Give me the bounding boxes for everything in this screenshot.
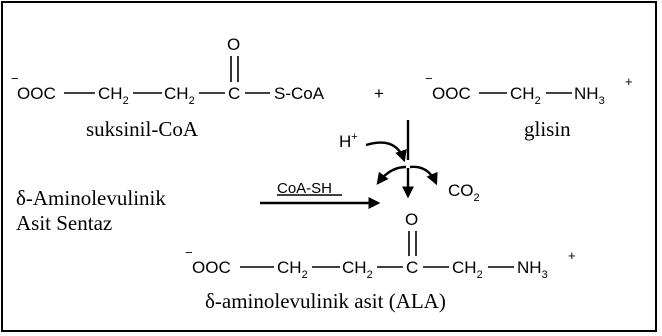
- reaction-arrows: [260, 120, 438, 209]
- reactant1-label: suksinil-CoA: [86, 117, 199, 141]
- glycine-structure: − OOC CH2 NH3 + glisin: [425, 71, 633, 141]
- coash-label: CoA-SH: [277, 180, 332, 197]
- charge-minus: −: [185, 245, 193, 260]
- charge-plus: +: [625, 74, 633, 89]
- carboxylate-group: OOC: [432, 84, 471, 103]
- carbonyl-carbon: C: [228, 84, 240, 103]
- ch2-group: CH2: [277, 258, 308, 281]
- proton: H+: [339, 131, 358, 151]
- ch2-group: CH2: [510, 84, 541, 107]
- plus-sign: +: [374, 84, 384, 103]
- proton-curved-arrow: [365, 141, 407, 163]
- co2-label: CO2: [448, 181, 480, 204]
- ala-structure: − OOC CH2 CH2 C O CH2 NH3 + δ-aminolevul…: [185, 210, 576, 313]
- enzyme-label-line2: Asit Sentaz: [16, 211, 112, 235]
- thioester-group: S-CoA: [274, 84, 325, 103]
- ch2-group: CH2: [452, 258, 483, 281]
- product-label: δ-aminolevulinik asit (ALA): [205, 289, 446, 313]
- ch2-group: CH2: [342, 258, 373, 281]
- amine-group: NH3: [574, 84, 605, 107]
- ch2-group: CH2: [164, 84, 195, 107]
- reactant2-label: glisin: [524, 117, 571, 141]
- coash-curved-arrow: [376, 165, 407, 185]
- amine-group: NH3: [517, 258, 548, 281]
- carboxylate-group: OOC: [192, 258, 231, 277]
- charge-plus: +: [568, 248, 576, 263]
- carboxylate-group: OOC: [17, 84, 56, 103]
- succinyl-coa-structure: − OOC CH2 CH2 C O S-CoA suksinil-CoA: [11, 35, 325, 141]
- charge-minus: −: [425, 71, 433, 86]
- carbonyl-oxygen: O: [405, 210, 418, 229]
- ch2-group: CH2: [98, 84, 129, 107]
- enzyme-label-line1: δ-Aminolevulinik: [16, 186, 166, 210]
- charge-minus: −: [11, 71, 19, 86]
- co2-curved-arrow: [409, 165, 438, 186]
- carbonyl-carbon: C: [406, 258, 418, 277]
- diagram-frame: [1, 1, 657, 332]
- carbonyl-oxygen: O: [227, 35, 240, 54]
